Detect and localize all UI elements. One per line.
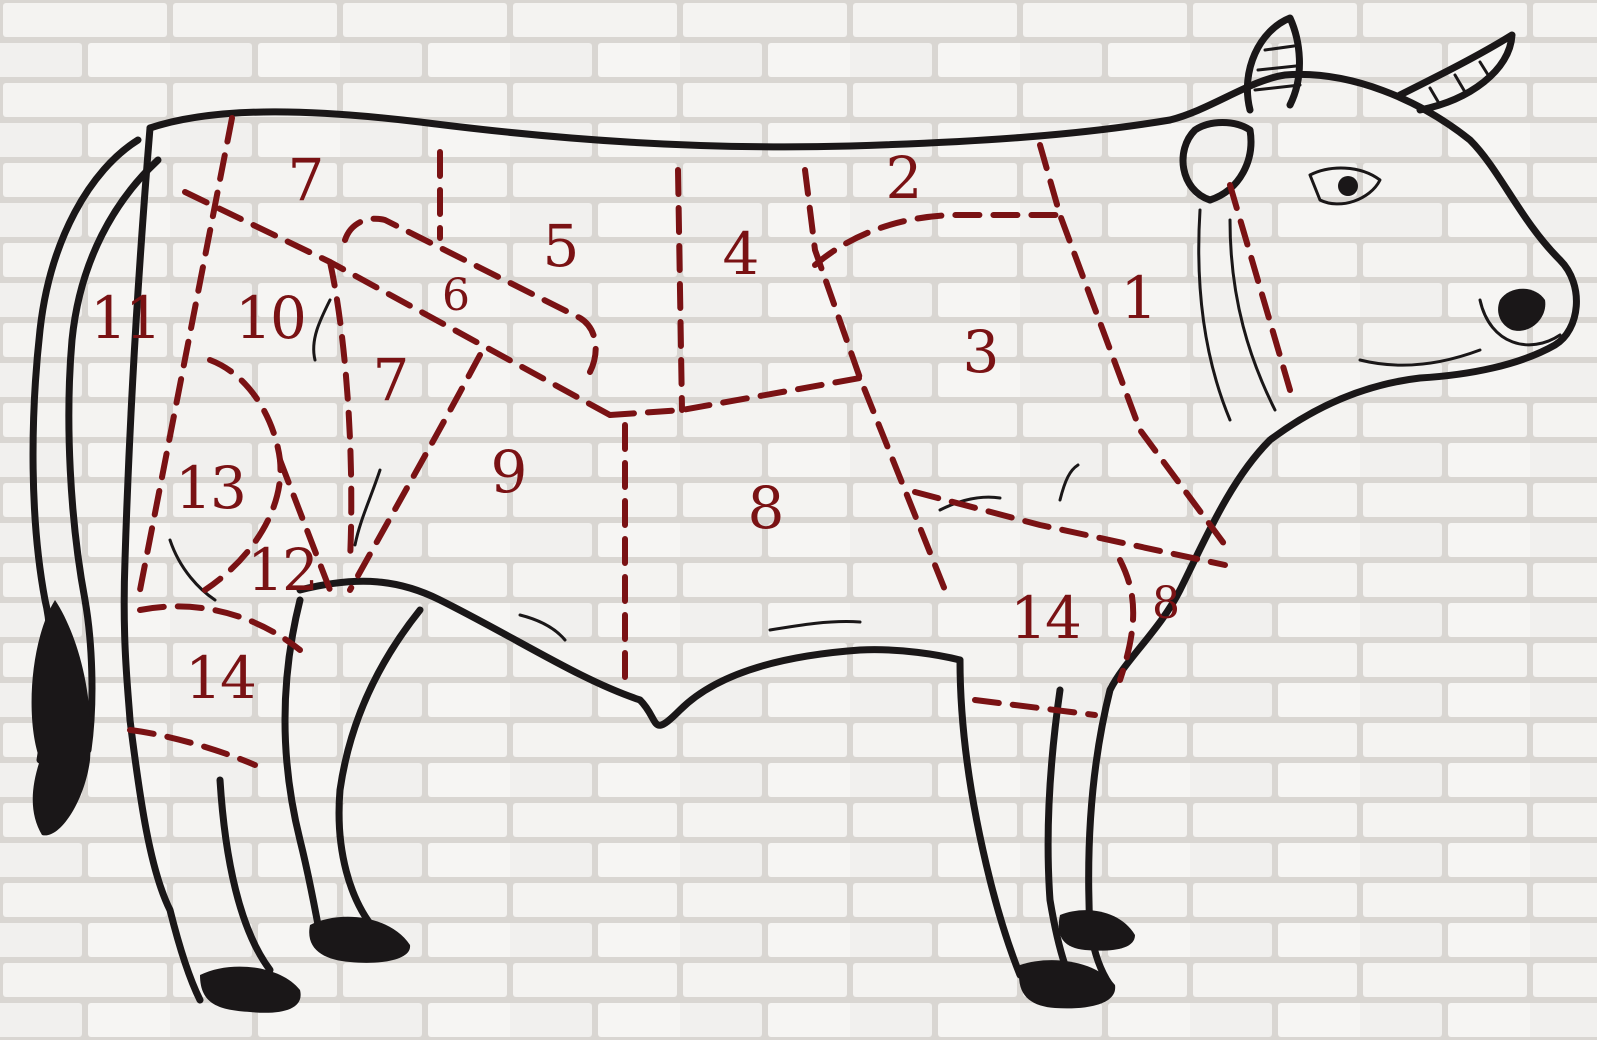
cut-label-chuck-top: 2 <box>886 144 921 212</box>
cut-label-hind-shank: 14 <box>185 644 255 712</box>
cut-label-neck: 1 <box>1121 264 1156 332</box>
cut-label-flank: 9 <box>491 438 526 506</box>
cut-label-rump: 7 <box>373 346 408 414</box>
cut-label-loin: 5 <box>543 212 578 280</box>
cut-label-rib: 4 <box>723 220 758 288</box>
cut-label-silverside: 13 <box>175 454 245 522</box>
cut-label-fore-brisket: 8 <box>1152 578 1178 629</box>
cut-label-round: 10 <box>235 284 305 352</box>
cut-label-rump-top: 7 <box>288 146 323 214</box>
cut-label-fore-shank: 14 <box>1010 584 1080 652</box>
cut-label-hind-thick-flank: 12 <box>247 536 317 604</box>
cut-label-tenderloin: 6 <box>442 270 468 321</box>
cut-label-tail: 11 <box>90 284 160 352</box>
cut-label-chuck: 3 <box>963 318 998 386</box>
cut-label-brisket-plate: 8 <box>748 474 783 542</box>
